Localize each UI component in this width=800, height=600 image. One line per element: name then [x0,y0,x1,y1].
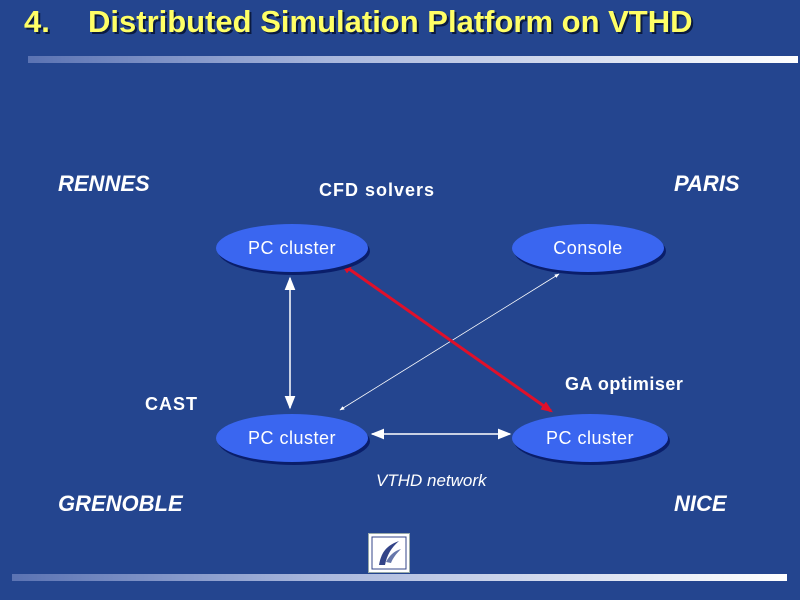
city-rennes: RENNES [58,171,150,196]
link-rennes-nice-highlight [340,262,553,413]
node-paris-label: Console [553,237,623,258]
node-grenoble-pc-cluster: PC cluster [216,414,368,462]
city-nice: NICE [674,491,727,516]
node-rennes-pc-cluster: PC cluster [216,224,368,272]
logo-icon [368,533,410,573]
city-paris: PARIS [674,171,740,196]
label-ga-optimiser: GA optimiser [565,374,684,394]
label-vthd-network: VTHD network [376,471,487,490]
page-title: 4. Distributed Simulation Platform on VTH… [24,4,693,40]
title-number: 4. [24,4,50,39]
node-paris-console: Console [512,224,664,272]
city-grenoble: GRENOBLE [58,491,183,516]
bottom-divider [12,574,787,581]
node-grenoble-label: PC cluster [247,427,337,448]
label-cast: CAST [145,394,198,414]
title-text: Distributed Simulation Platform on VTHD [88,4,693,39]
node-nice-pc-cluster: PC cluster [512,414,668,462]
link-console-grenoble [339,273,560,411]
label-cfd-solvers: CFD solvers [319,180,436,200]
node-rennes-label: PC cluster [247,237,337,258]
node-nice-label: PC cluster [545,427,635,448]
top-divider [28,56,798,63]
